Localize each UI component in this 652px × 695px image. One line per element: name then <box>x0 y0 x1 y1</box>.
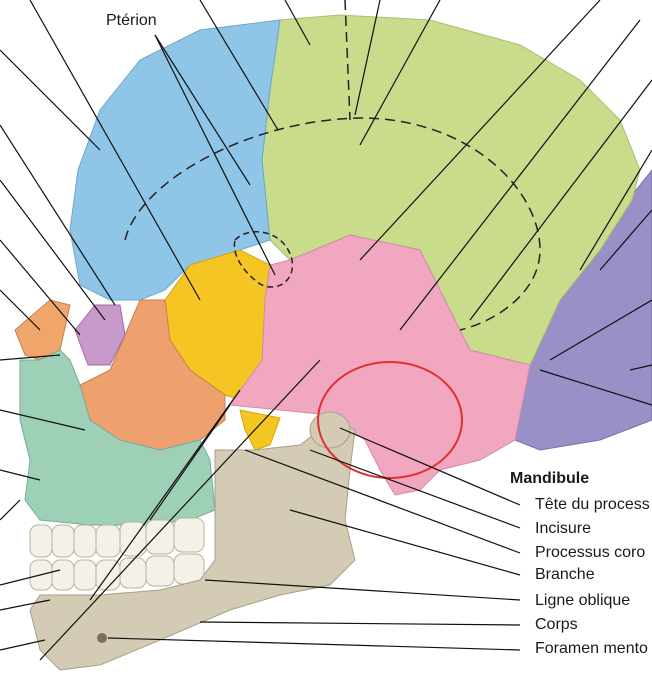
label-ramus: Branche <box>535 566 595 583</box>
sphenoid-lower <box>239 409 281 451</box>
label-mental-foramen: Foramen mento <box>535 640 648 657</box>
label-body: Corps <box>535 616 578 633</box>
frontal-bone <box>69 19 281 301</box>
maxilla-bone <box>19 349 216 526</box>
mental-foramen <box>97 633 107 643</box>
label-coronoid-process: Processus coro <box>535 544 646 561</box>
pterion-label: Ptérion <box>106 12 157 29</box>
mandible-section-title: Mandibule <box>510 470 590 487</box>
temporal-lines-dashed <box>124 117 541 331</box>
orbit <box>74 304 126 366</box>
label-notch: Incisure <box>535 520 592 537</box>
nasal-bone <box>14 299 71 361</box>
coronal-suture-dashed <box>344 0 351 121</box>
tmj-highlight-circle <box>317 361 463 479</box>
pterion-dashed-circle <box>233 231 294 288</box>
teeth <box>29 517 205 591</box>
mandible-condyle <box>309 411 351 449</box>
label-oblique-line: Ligne oblique <box>535 592 631 609</box>
temporal-bone <box>229 234 531 496</box>
leader-lines <box>0 0 652 661</box>
label-condylar-head: Tête du process <box>535 496 650 513</box>
